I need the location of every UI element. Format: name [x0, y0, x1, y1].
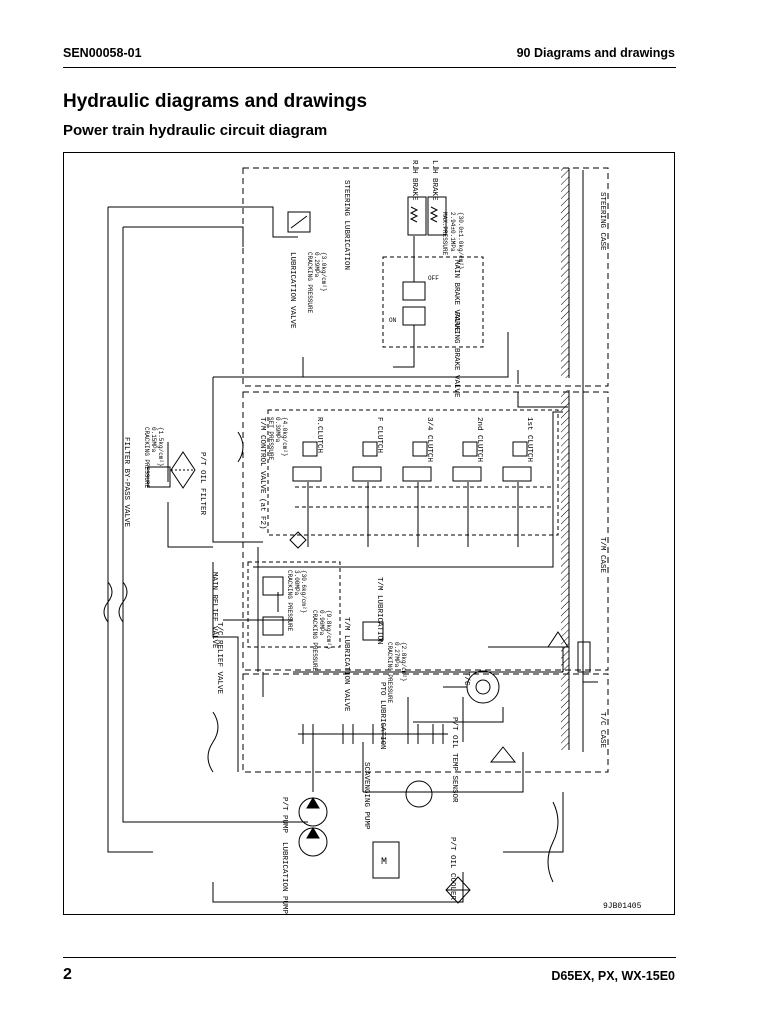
label-tm-lubrication: T/M LUBRICATION: [375, 577, 383, 645]
label-tc: T/C: [462, 672, 470, 686]
label-lub-valve-value-kg: {3.0kg/cm²}: [320, 252, 327, 292]
steering-case-boundary: [242, 167, 609, 387]
label-tm-control-valve: T/M CONTROL VALVE (at F2): [258, 417, 266, 530]
label-main-relief-valve: MAIN RELIEF VALVE: [210, 572, 218, 649]
hydraulic-circuit-diagram: STEERING CASE T/M CASE T/C CASE STEERING…: [63, 152, 675, 915]
label-parking-brake-valve: PARKING BRAKE VALVE: [452, 312, 460, 398]
label-bypass-value-kg: {1.5kg/cm²}: [157, 427, 164, 467]
label-pt-oil-cooler: P/T OIL COOLER: [448, 837, 456, 901]
label-r-clutch: R.CLUTCH: [315, 417, 323, 453]
label-filter-bypass-valve: FILTER BY-PASS VALVE: [122, 437, 130, 528]
label-pto-lubrication: PTO LUBRICATION: [378, 682, 386, 750]
label-max-pressure-value-kg: {30.0±1.0kg/cm²}: [457, 212, 464, 270]
tm-case-boundary: [242, 391, 609, 671]
label-tc-relief-value: 0.96MPa: [318, 610, 325, 636]
label-tm-lub-value: 0.27MPa: [393, 642, 400, 668]
label-tc-case: T/C CASE: [598, 712, 606, 749]
label-pt-pump: P/T PUMP: [280, 797, 288, 834]
label-pt-oil-temp-sensor: P/T OIL TEMP SENSOR: [450, 717, 458, 803]
label-main-brake-valve: MAIN BRAKE VALVE: [452, 260, 460, 333]
clutch-valve-spools: [292, 441, 532, 482]
label-2nd-clutch: 2nd CLUTCH: [475, 417, 483, 462]
label-cracking-pressure-main: CRACKING PRESSURE: [286, 570, 293, 632]
label-scavenging-pump: SCAVENGING PUMP: [362, 762, 370, 830]
label-bypass-value: 0.15MPa: [150, 427, 157, 453]
label-tm-lub-valve: T/M LUBRICATION VALVE: [342, 617, 350, 712]
page-title: Hydraulic diagrams and drawings: [63, 91, 368, 112]
page-number: 2: [63, 966, 72, 983]
label-steering-lubrication: STEERING LUBRICATION: [342, 180, 350, 270]
label-1st-clutch: 1st CLUTCH: [525, 417, 533, 462]
label-cracking-pressure-lub: CRACKING PRESSURE: [306, 252, 313, 314]
label-set-value-kg: {4.0kg/cm²}: [281, 417, 288, 457]
tc-case-boundary: [242, 673, 609, 773]
label-cracking-pressure-tc: CRACKING PRESSURE: [311, 610, 318, 672]
label-f-clutch: F CLUTCH: [375, 417, 383, 453]
scavenging-pump-symbol: [405, 780, 433, 808]
label-lubrication-pump: LUBRICATION PUMP: [280, 842, 288, 915]
label-tm-lub-value-kg: {2.8kg/cm²}: [400, 642, 407, 682]
label-set-pressure: SET PRESSURE: [267, 417, 274, 461]
label-off: OFF: [428, 275, 439, 282]
label-pt-oil-filter: P/T OIL FILTER: [198, 452, 206, 516]
label-max-pressure-value: 2.94±0.1MPa: [449, 212, 456, 252]
label-on: ON: [389, 317, 397, 324]
label-main-relief-value-kg: {30.6kg/cm²}: [300, 570, 307, 613]
page-subtitle: Power train hydraulic circuit diagram: [63, 122, 328, 139]
label-lh-brake: L.H BRAKE: [430, 160, 438, 201]
model-name: D65EX, PX, WX-15E0: [551, 969, 675, 983]
label-main-relief-value: 3.00MPa: [293, 570, 300, 596]
header-rule: [63, 67, 676, 68]
label-cracking-pressure-bypass: CRACKING PRESSURE: [143, 427, 150, 489]
label-max-pressure: MAX.PRESSURE: [441, 212, 448, 256]
section-title: 90 Diagrams and drawings: [516, 46, 675, 60]
label-tm-case: T/M CASE: [598, 537, 606, 574]
figure-id: 9JB01405: [603, 902, 642, 911]
footer-rule: [63, 957, 676, 958]
label-lubrication-valve: LUBRICATION VALVE: [288, 252, 296, 329]
label-34-clutch: 3/4 CLUTCH: [425, 417, 433, 462]
label-set-value: 0.39MPa: [274, 417, 281, 443]
figure-frame: [63, 152, 675, 915]
label-steering-case: STEERING CASE: [598, 192, 606, 251]
label-tc-relief-valve: T/C RELIEF VALVE: [215, 622, 223, 695]
label-cracking-pressure-tmlub: CRACKING PRESSURE: [386, 642, 393, 704]
label-tc-relief-value-kg: {9.8kg/cm²}: [325, 610, 332, 650]
label-lub-valve-value: 0.29MPa: [313, 252, 320, 278]
label-motor-m: M: [381, 857, 387, 868]
document-code: SEN00058-01: [63, 46, 142, 60]
label-rh-brake: R.H BRAKE: [410, 160, 418, 201]
